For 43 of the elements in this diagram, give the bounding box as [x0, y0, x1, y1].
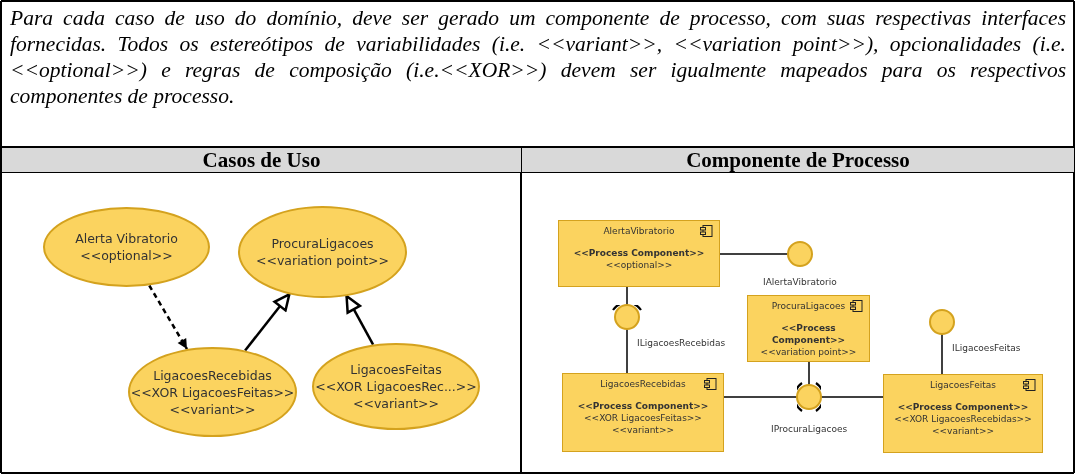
dependency-arrow: [148, 284, 189, 350]
stereotype-text: <<Process Component>>: [573, 247, 705, 259]
use-case-text: <<variant>>: [352, 395, 440, 412]
column-header: Casos de Uso: [2, 148, 521, 172]
required-interface-connector: [611, 286, 643, 312]
stereotype-text: <<optional>>: [605, 259, 673, 271]
use-case-text: <<variation point>>: [256, 252, 389, 269]
component-name: LigacoesRecebidas: [600, 378, 686, 390]
description-text: Para cada caso de uso do domínio, deve ser gerado um componente de processo, com suas respectivas interfaces fornecidas. Todos os estereótipos de variabilidades (i.e. <<variant>>, <<variation point>>), opcionalidades (i.e. <<optional>>) e regras de composição (i.e.<<XOR>>) devem ser igualmente mapeados para os respectivos componentes de processo.: [10, 5, 1066, 110]
interface-name: ILigacoesFeitas: [952, 343, 1021, 353]
column-header: Componente de Processo: [522, 148, 1074, 172]
interface-name: ILigacoesRecebidas: [637, 338, 726, 348]
stereotype-text: <<Process Component>>: [577, 400, 709, 412]
connector-line: [808, 361, 810, 386]
use-case-text: LigacoesFeitas: [350, 361, 442, 378]
use-case-text: LigacoesRecebidas: [153, 366, 272, 384]
component-name: ProcuraLigacoes: [771, 300, 846, 312]
connector-line: [941, 333, 943, 375]
component-box: [558, 220, 720, 287]
component-box: [883, 374, 1043, 453]
connector-line: [626, 328, 628, 374]
stereotype-text: <<variant>>: [932, 425, 994, 437]
use-case-text: ProcuraLigacoes: [271, 235, 374, 252]
stereotype-text: <<variation point>>: [760, 346, 857, 358]
use-case-text: <<XOR LigacoesRec...>>: [315, 378, 477, 395]
use-case-text: <<optional>>: [80, 247, 173, 264]
interface-name: IProcuraLigacoes: [771, 424, 848, 434]
component-box: [562, 373, 724, 452]
interface-name: IAlertaVibratorio: [763, 277, 837, 287]
component-name: LigacoesFeitas: [930, 379, 996, 391]
stereotype-text: <<XOR LigacoesRecebidas>>: [894, 413, 1032, 425]
required-interface-connector: [723, 381, 804, 413]
stereotype-text: <<Process Component>>: [770, 322, 847, 346]
use-case-text: <<XOR LigacoesFeitas>>: [130, 383, 295, 401]
required-interface-connector: [814, 381, 884, 413]
use-case-text: <<variant>>: [169, 400, 256, 418]
stereotype-text: <<variant>>: [612, 424, 674, 436]
connector-line: [719, 253, 789, 255]
component-name: AlertaVibratorio: [603, 225, 675, 237]
component-box: [747, 295, 870, 362]
use-case-text: Alerta Vibratorio: [75, 230, 178, 247]
stereotype-text: <<Process Component>>: [897, 401, 1029, 413]
stereotype-text: <<XOR LigacoesFeitas>>: [584, 412, 702, 424]
